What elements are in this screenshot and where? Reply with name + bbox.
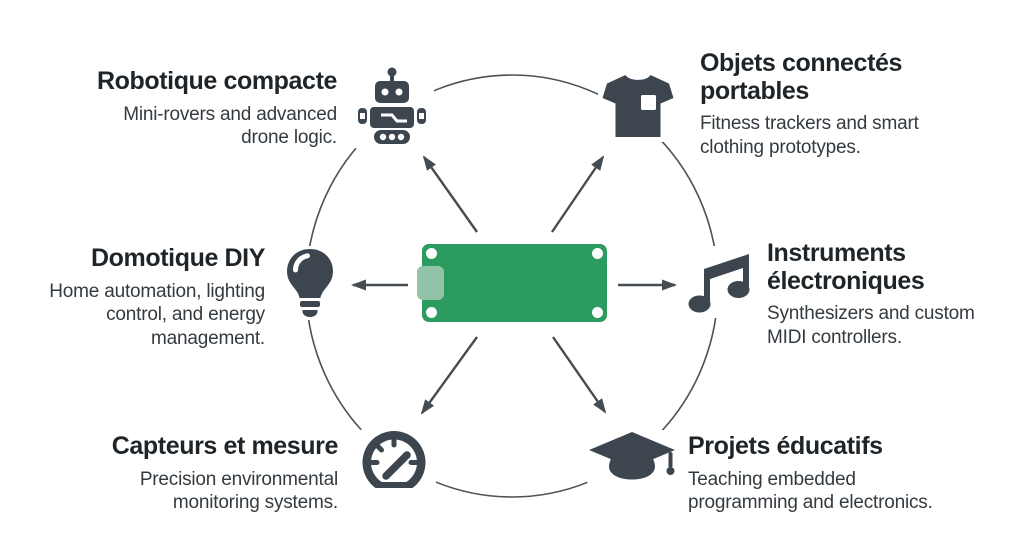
mounting-hole bbox=[426, 248, 437, 259]
mounting-hole bbox=[592, 248, 603, 259]
node-description: Mini-rovers and advanced drone logic. bbox=[123, 103, 337, 149]
node-description: Home automation, lighting control, and e… bbox=[49, 280, 265, 349]
node-capteurs-mesure: Capteurs et mesure Precision environment… bbox=[48, 432, 339, 515]
arrow-bottom-right bbox=[552, 336, 607, 414]
arrow-bottom-left bbox=[420, 336, 478, 415]
node-instruments-electroniques: Instruments électroniques Synthesizers a… bbox=[767, 239, 999, 349]
microcontroller-board bbox=[417, 244, 607, 322]
node-domotique-diy: Domotique DIY Home automation, lighting … bbox=[0, 244, 265, 350]
mounting-hole bbox=[592, 307, 603, 318]
node-description: Synthesizers and custom MIDI controllers… bbox=[767, 303, 975, 348]
node-description: Teaching embedded programming and electr… bbox=[688, 468, 933, 514]
arrow-top-left bbox=[422, 155, 478, 233]
tshirt-icon bbox=[598, 70, 678, 142]
node-title: Capteurs et mesure bbox=[111, 432, 339, 460]
node-objets-connectes: Objets connectés portables Fitness track… bbox=[700, 49, 955, 159]
music-note-icon bbox=[684, 246, 756, 318]
node-robotique-compacte: Robotique compacte Mini-rovers and advan… bbox=[17, 67, 337, 150]
node-description: Precision environmental monitoring syste… bbox=[139, 468, 338, 514]
node-description: Fitness trackers and smart clothing prot… bbox=[700, 113, 919, 158]
hub-spoke-arrows bbox=[351, 155, 677, 415]
node-title: Domotique DIY bbox=[91, 244, 265, 272]
graduation-cap-icon bbox=[586, 430, 678, 492]
robot-icon bbox=[350, 62, 434, 152]
node-title: Projets éducatifs bbox=[688, 432, 883, 460]
lightbulb-icon bbox=[280, 246, 340, 320]
mounting-hole bbox=[426, 307, 437, 318]
arrow-top-right bbox=[551, 155, 605, 233]
node-projets-educatifs: Projets éducatifs Teaching embedded prog… bbox=[688, 432, 960, 515]
gauge-icon bbox=[352, 428, 436, 498]
node-title: Objets connectés portables bbox=[700, 49, 902, 105]
usb-connector bbox=[417, 266, 444, 300]
node-title: Robotique compacte bbox=[96, 67, 337, 95]
node-title: Instruments électroniques bbox=[767, 239, 925, 295]
